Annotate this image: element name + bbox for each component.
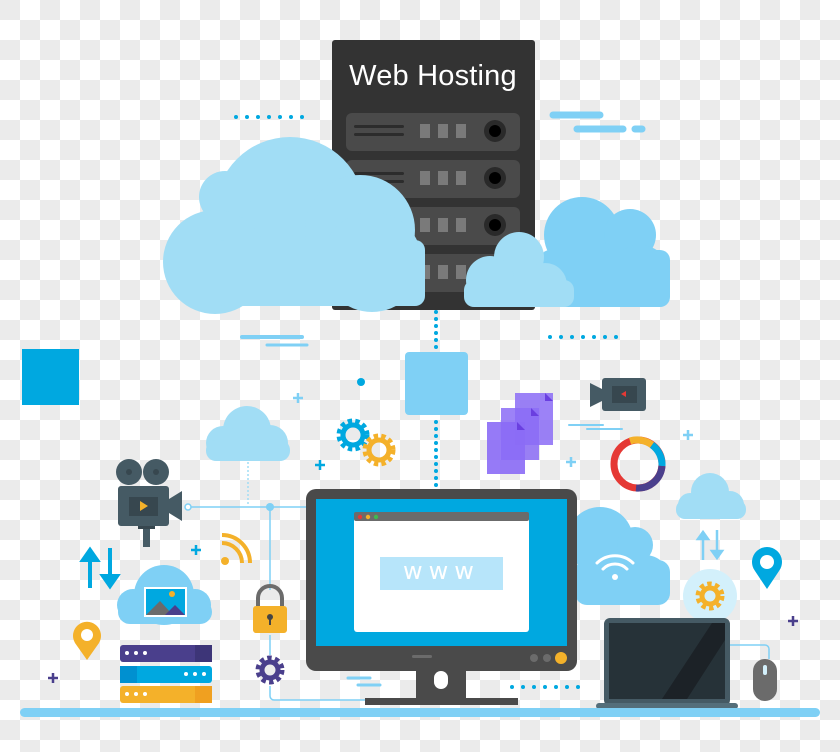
browser-url-text: www [403, 557, 480, 585]
connector-lines [188, 506, 770, 701]
plus-icon [48, 393, 798, 683]
web-hosting-title: Web Hosting [349, 60, 517, 92]
gear-icon [695, 581, 725, 611]
ground-line [20, 708, 820, 717]
upload-download-arrows-icon [695, 529, 725, 561]
cloud-icon-small [206, 406, 290, 461]
map-pin-icon [752, 547, 782, 589]
cloud-icon-large-left [163, 137, 425, 314]
server-unit [346, 113, 520, 151]
cloud-icon-right [464, 197, 670, 307]
image-cloud-icon [117, 565, 212, 625]
url-bar [380, 557, 503, 590]
dots-vertical-bottom [434, 420, 438, 487]
database-stack-icon [120, 645, 212, 703]
gear-badge [683, 569, 737, 623]
dotted-decorations [234, 115, 618, 689]
upload-download-arrows-icon-left [79, 546, 121, 590]
wifi-icon [595, 554, 635, 580]
blue-square [22, 349, 79, 405]
map-pin-icon-left [72, 621, 101, 660]
dots-bottom-mid [510, 685, 580, 689]
rss-icon [221, 533, 252, 565]
donut-chart-icon [610, 436, 666, 492]
gears-icon [336, 418, 396, 467]
connector-square [405, 352, 468, 415]
documents-icon [487, 393, 553, 474]
camcorder-icon [590, 378, 646, 411]
dot [357, 378, 365, 386]
dots-vertical-top [434, 310, 438, 349]
video-camera-icon [116, 459, 182, 547]
browser-window-icon [354, 512, 529, 632]
padlock-icon [253, 584, 287, 633]
dots-right-mid [548, 335, 618, 339]
gear-icon-purple [255, 655, 285, 685]
dash-decorations [240, 111, 646, 687]
cloud-icon-small-right [676, 473, 746, 519]
laptop-icon [596, 618, 738, 709]
dots-top-left [234, 115, 304, 119]
mouse-icon [753, 659, 777, 701]
